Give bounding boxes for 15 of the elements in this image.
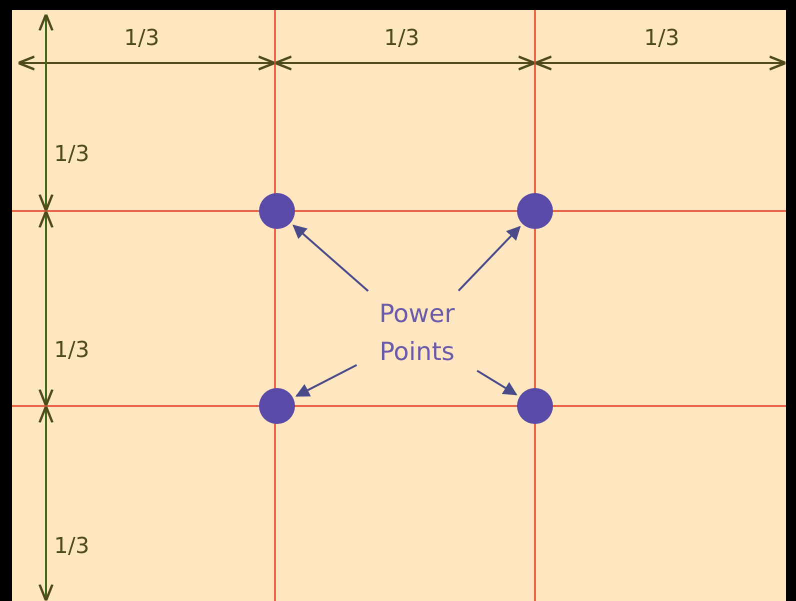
dimension-label: 1/3 <box>384 26 420 51</box>
arrow <box>292 224 369 292</box>
power-point-dot <box>259 388 295 424</box>
dimension-label: 1/3 <box>54 142 90 167</box>
power-point-dot <box>259 193 295 229</box>
arrow <box>476 370 518 396</box>
dimension-label: 1/3 <box>54 338 90 363</box>
dimension-label: 1/3 <box>54 534 90 559</box>
power-point-dot <box>517 193 553 229</box>
callout-text: Power Points <box>362 295 472 371</box>
dimension-label: 1/3 <box>124 26 160 51</box>
power-point-dot <box>517 388 553 424</box>
arrow <box>295 364 358 397</box>
arrow <box>458 226 521 292</box>
dimension-label: 1/3 <box>644 26 680 51</box>
